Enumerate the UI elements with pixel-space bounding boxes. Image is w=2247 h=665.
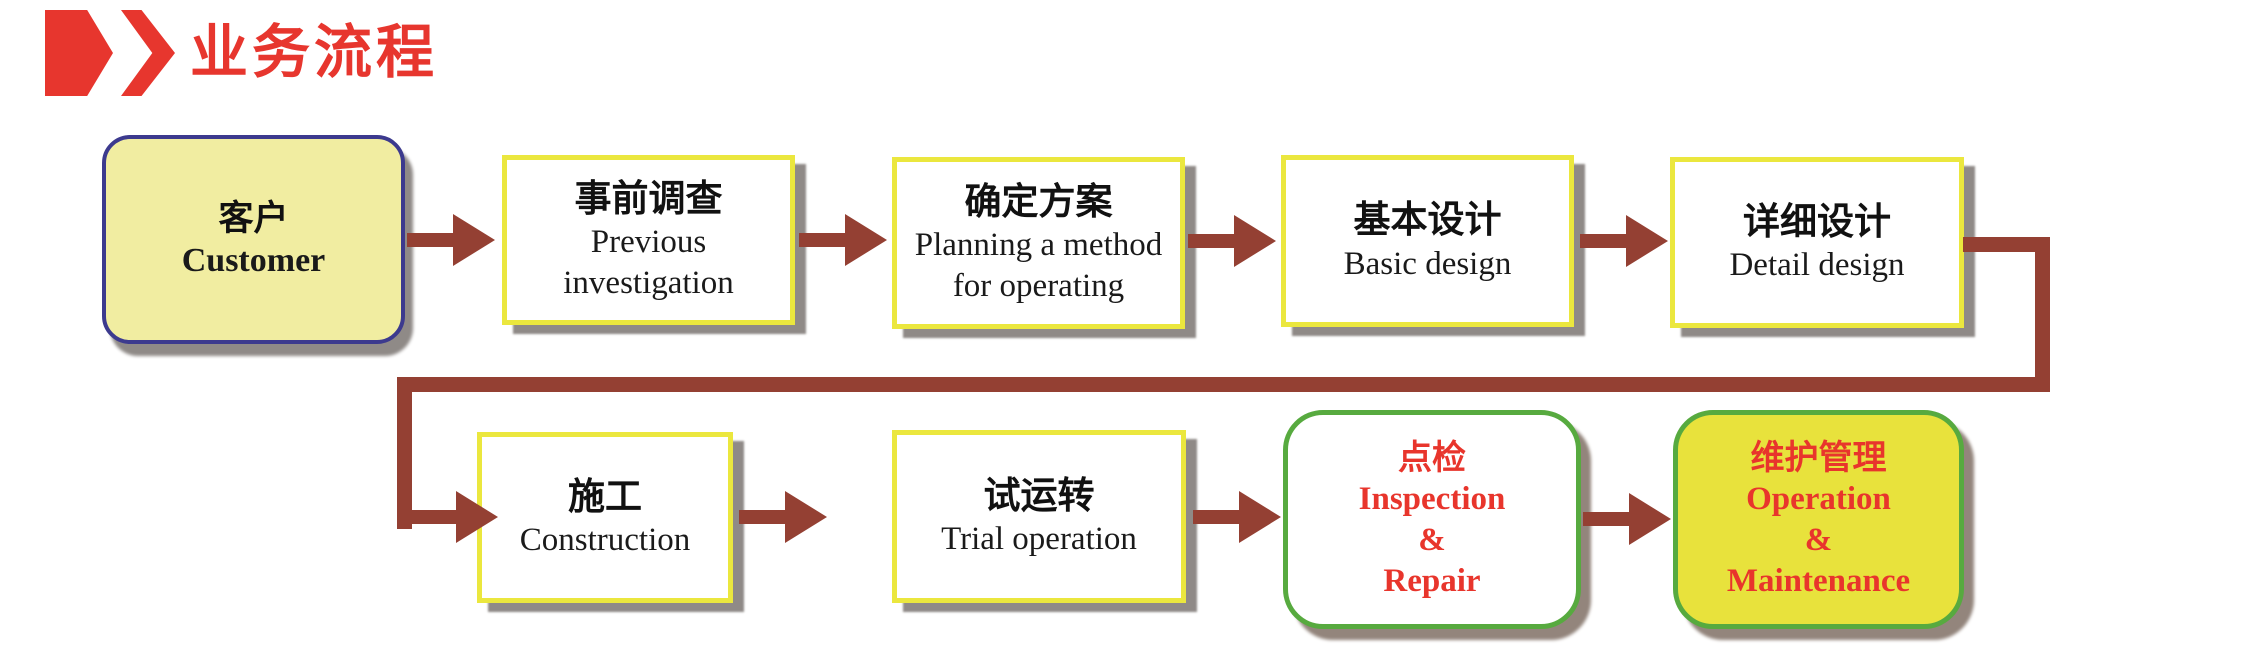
flow-box-operation-maintenance: 维护管理 Operation & Maintenance	[1673, 410, 1964, 629]
flow-box-basic-design: 基本设计 Basic design	[1281, 155, 1574, 327]
box-label-en-line: Previous	[590, 224, 707, 261]
flow-arrow-right-icon	[1583, 493, 1671, 545]
box-label-en-line: Trial operation	[941, 521, 1137, 558]
box-label-zh: 客户	[218, 198, 289, 238]
flow-arrow-right-icon	[410, 491, 498, 543]
box-label-en: Inspection & Repair	[1359, 479, 1506, 602]
box-label-en-line: Planning a method	[914, 227, 1163, 264]
box-label-en-line: Customer	[181, 242, 326, 280]
flow-box-customer: 客户 Customer	[102, 135, 405, 344]
box-label-en-line: &	[1804, 522, 1833, 559]
box-label-en-line: Construction	[519, 522, 691, 559]
box-label-zh: 维护管理	[1750, 438, 1887, 477]
box-label-zh: 点检	[1398, 438, 1466, 477]
flow-arrow-right-icon	[1193, 491, 1281, 543]
flow-box-previous-investigation: 事前调查 Previous investigation	[502, 155, 795, 325]
box-label-zh: 试运转	[983, 474, 1095, 516]
flow-arrow-right-icon	[1580, 215, 1668, 267]
box-label-en-line: &	[1418, 522, 1446, 559]
flow-box-planning: 确定方案 Planning a method for operating	[892, 157, 1185, 329]
box-label-en-line: for operating	[952, 268, 1125, 305]
box-label-en: Previous investigation	[563, 222, 733, 304]
box-label-zh: 基本设计	[1353, 199, 1502, 241]
box-label-en-line: Basic design	[1343, 245, 1512, 282]
box-label-en-line: investigation	[563, 265, 734, 302]
box-label-zh: 详细设计	[1743, 200, 1891, 242]
box-label-en-line: Detail design	[1729, 247, 1905, 284]
box-label-en-line: Inspection	[1358, 481, 1506, 518]
title-chevron-icon	[121, 10, 175, 96]
connector-horizontal	[397, 377, 2050, 392]
page-title: 业务流程	[190, 20, 439, 85]
box-label-en-line: Operation	[1746, 481, 1891, 518]
connector-vertical-right	[2035, 237, 2050, 392]
flow-arrow-right-icon	[799, 214, 887, 266]
flow-box-detail-design: 详细设计 Detail design	[1670, 157, 1964, 328]
box-label-en-line: Maintenance	[1726, 563, 1911, 600]
title-arrow-pentagon-icon	[45, 10, 113, 96]
connector-stub-right	[1963, 237, 2050, 252]
flow-arrow-right-icon	[407, 214, 495, 266]
flow-arrow-right-icon	[1188, 215, 1276, 267]
connector-vertical-left	[397, 377, 412, 529]
box-label-en: Planning a method for operating	[915, 225, 1162, 307]
flow-arrow-right-icon	[739, 491, 827, 543]
flow-box-inspection-repair: 点检 Inspection & Repair	[1283, 410, 1581, 629]
flow-box-trial-operation: 试运转 Trial operation	[892, 430, 1186, 603]
box-label-zh: 确定方案	[964, 180, 1113, 222]
box-label-en: Operation & Maintenance	[1727, 479, 1910, 602]
box-label-zh: 事前调查	[574, 177, 723, 219]
box-label-zh: 施工	[568, 475, 642, 517]
box-label-en-line: Repair	[1383, 563, 1481, 600]
flow-box-construction: 施工 Construction	[477, 432, 733, 603]
